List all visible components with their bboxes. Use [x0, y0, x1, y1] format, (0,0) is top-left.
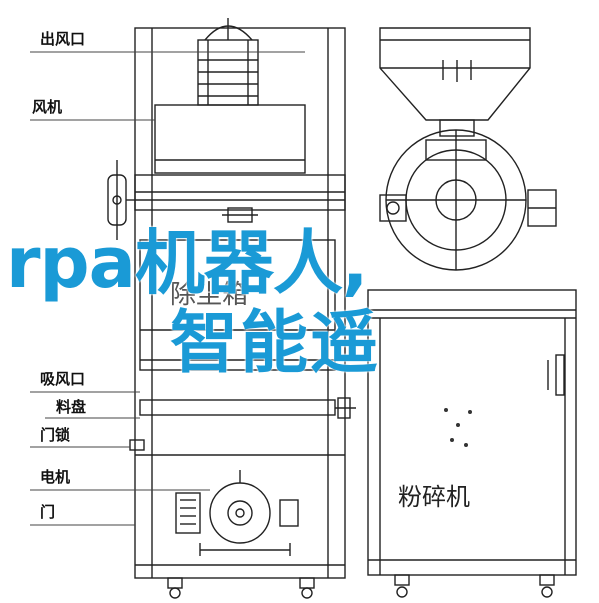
label-suction-port: 吸风口	[40, 370, 86, 388]
label-door-lock: 门锁	[40, 426, 71, 444]
grinder-body	[367, 289, 577, 576]
filter-box-text: 除尘箱	[170, 280, 249, 310]
tray-outline	[139, 399, 336, 416]
grinder-caption: 粉碎机	[398, 483, 470, 511]
grinder-hopper	[379, 27, 531, 137]
label-tray: 料盘	[56, 398, 87, 416]
motor-drawing	[175, 470, 299, 556]
grinder-feet	[394, 574, 555, 598]
fan-housing	[154, 104, 306, 174]
label-motor: 电机	[40, 468, 71, 486]
label-fan: 风机	[32, 98, 63, 116]
grinder-panel-marks	[444, 408, 472, 447]
overlay-title-line1: rpa机器人,	[6, 222, 368, 304]
grinding-chamber	[379, 129, 557, 271]
left-casters	[167, 577, 315, 599]
overlay-title-line2: 智能遥	[170, 304, 381, 383]
label-outlet: 出风口	[40, 30, 86, 48]
label-leaders	[30, 51, 305, 526]
side-crank	[107, 160, 135, 240]
dust-collector-cabinet	[134, 27, 346, 579]
filter-box	[139, 239, 336, 371]
fan-motor	[197, 18, 259, 106]
label-door: 门	[40, 503, 56, 521]
